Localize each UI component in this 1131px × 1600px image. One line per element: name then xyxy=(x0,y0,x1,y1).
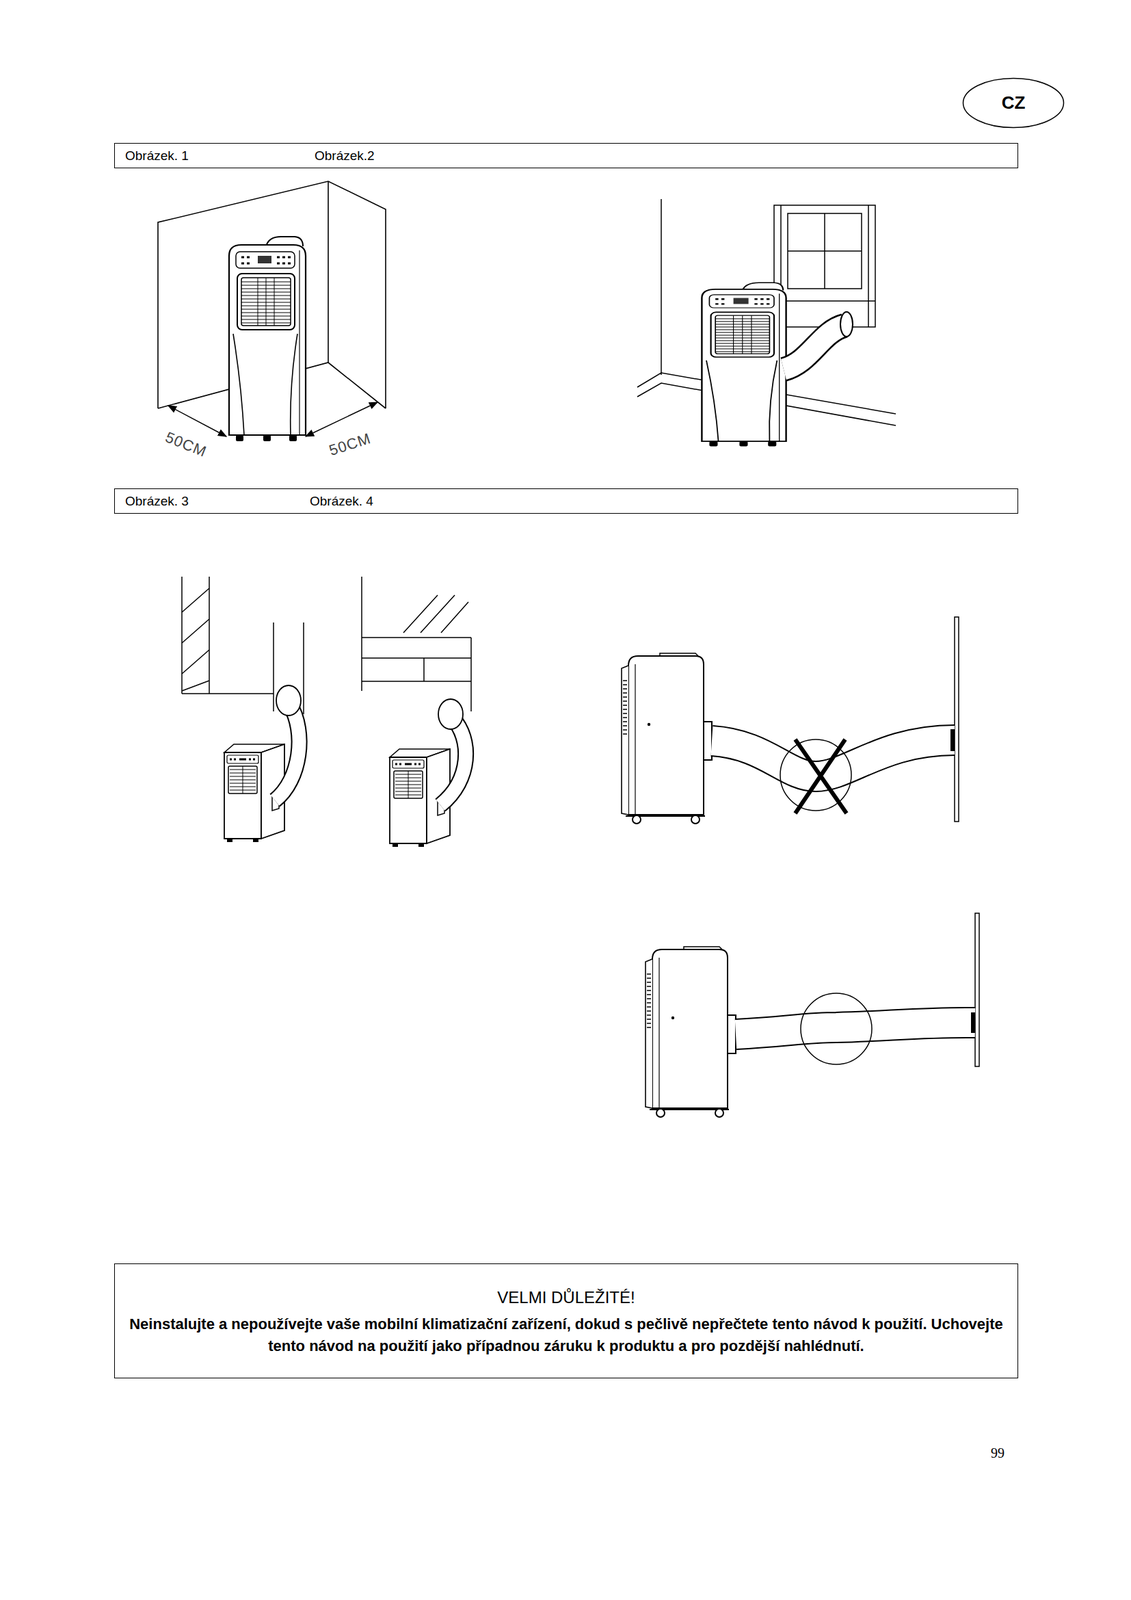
figure-1-room-corner xyxy=(327,181,329,363)
figure-4-hose-correct xyxy=(735,1022,976,1034)
figure-2-exhaust-hose xyxy=(840,311,853,337)
figure-3-exhaust-hoses xyxy=(440,717,466,805)
figure-2-exhaust-hose xyxy=(783,325,845,370)
figure-caption: Obrázek.2 xyxy=(314,148,375,164)
figure-1-air-conditioner xyxy=(229,236,306,442)
dimension-label: 50CM xyxy=(326,429,374,460)
figure-3-walls xyxy=(181,588,210,691)
figure-4-hose-correct xyxy=(735,992,976,1064)
figure-4-air-conditioners xyxy=(645,946,736,1117)
figure-caption: Obrázek. 4 xyxy=(309,493,374,509)
figure-2-exhaust-hose xyxy=(783,325,845,370)
badge-text: CZ xyxy=(1001,92,1026,114)
figure-3-exhaust-hoses xyxy=(274,704,300,801)
figure-4-hose-correct xyxy=(970,1012,976,1033)
figure-2-wall-window xyxy=(660,198,662,375)
figure-2-wall-window xyxy=(774,205,876,327)
figure-4-hose-wrong xyxy=(711,728,955,814)
figure-4-hose-correct xyxy=(800,992,872,1064)
figure-4-walls xyxy=(954,616,959,822)
figure-caption: Obrázek. 1 xyxy=(125,148,189,164)
figure-caption-bar: Obrázek. 3 Obrázek. 4 xyxy=(114,488,1019,514)
figure-3-exhaust-hoses xyxy=(274,685,466,805)
figure-3-walls xyxy=(181,576,472,714)
figure-3-exhaust-hoses xyxy=(438,698,463,729)
dimension-arrows xyxy=(168,402,378,437)
figure-4-air-conditioners xyxy=(621,653,712,824)
warning-heading: VELMI DŮLEŽITÉ! xyxy=(124,1286,1008,1308)
figure-4-walls xyxy=(975,912,980,1067)
figure-caption-bar: Obrázek. 1 Obrázek.2 xyxy=(114,142,1019,169)
figure-2-wall-window xyxy=(787,213,862,289)
figure-4-walls xyxy=(954,616,980,1067)
figure-2-wall-window xyxy=(867,205,870,327)
figure-3-exhaust-hoses xyxy=(276,685,301,716)
figure-3-walls xyxy=(361,576,472,712)
figure-3-air-conditioners xyxy=(224,743,450,847)
badge-ellipse xyxy=(963,78,1064,128)
figure-4-hose-wrong xyxy=(950,728,955,751)
figure-3-exhaust-hoses xyxy=(440,717,466,805)
figure-4-hose-wrong xyxy=(780,739,852,811)
warning-text: Neinstalujte a nepoužívejte vaše mobilní… xyxy=(124,1312,1008,1357)
figure-2-air-conditioner xyxy=(701,282,786,446)
figure-2-air-conditioner xyxy=(701,282,786,446)
figure-1-air-conditioner xyxy=(229,236,306,442)
figure-3-exhaust-hoses xyxy=(274,704,300,801)
figure-2-wall-window xyxy=(787,250,862,252)
page-number: 99 xyxy=(990,1444,1005,1461)
figure-3-walls xyxy=(403,594,469,633)
figure-4-hose-correct xyxy=(735,1022,976,1034)
language-badge: CZ xyxy=(962,77,1065,129)
dimension-label: 50CM xyxy=(162,428,210,461)
figure-2-wall-window xyxy=(774,300,876,302)
figure-4-hose-wrong xyxy=(795,739,847,814)
figure-2-exhaust-hose xyxy=(783,311,853,370)
warning-box: VELMI DŮLEŽITÉ! Neinstalujte a nepoužívej… xyxy=(114,1262,1019,1378)
figure-caption: Obrázek. 3 xyxy=(125,493,189,509)
figure-4-air-conditioners xyxy=(621,653,736,1117)
